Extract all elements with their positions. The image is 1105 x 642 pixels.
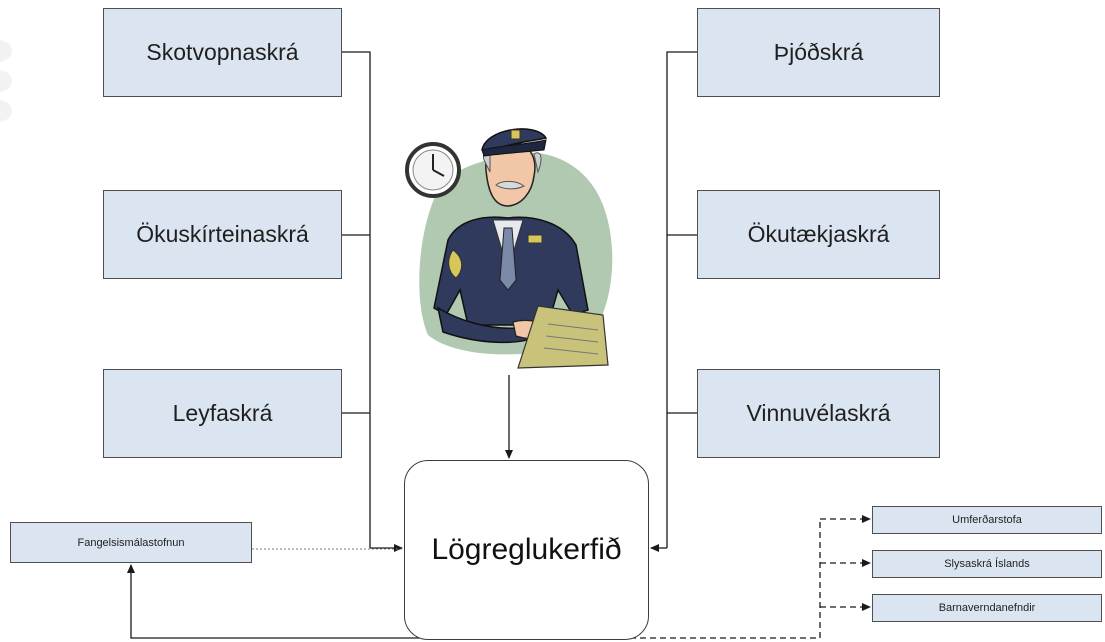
output-box-slysaskra: Slysaskrá Íslands: [872, 550, 1102, 578]
registry-box-leyfaskra: Leyfaskrá: [103, 369, 342, 458]
registry-box-vinnuvelaskra: Vinnuvélaskrá: [697, 369, 940, 458]
fangelsismalastofnun-box: Fangelsismálastofnun: [10, 522, 252, 563]
output-box-umferdarstofa: Umferðarstofa: [872, 506, 1102, 534]
registry-box-okuskirteinaskra: Ökuskírteinaskrá: [103, 190, 342, 279]
registry-box-skotvopnaskra: Skotvopnaskrá: [103, 8, 342, 97]
decorative-shape: [0, 100, 12, 122]
decorative-shape: [0, 40, 12, 62]
output-box-barnaverndanefndir: Barnaverndanefndir: [872, 594, 1102, 622]
center-box-logreglukerfid: Lögreglukerfið: [404, 460, 649, 640]
decorative-shape: [0, 70, 12, 92]
registry-box-thjodskra: Þjóðskrá: [697, 8, 940, 97]
police-officer-illustration: [405, 128, 613, 369]
registry-box-okutaekjaskra: Ökutækjaskrá: [697, 190, 940, 279]
